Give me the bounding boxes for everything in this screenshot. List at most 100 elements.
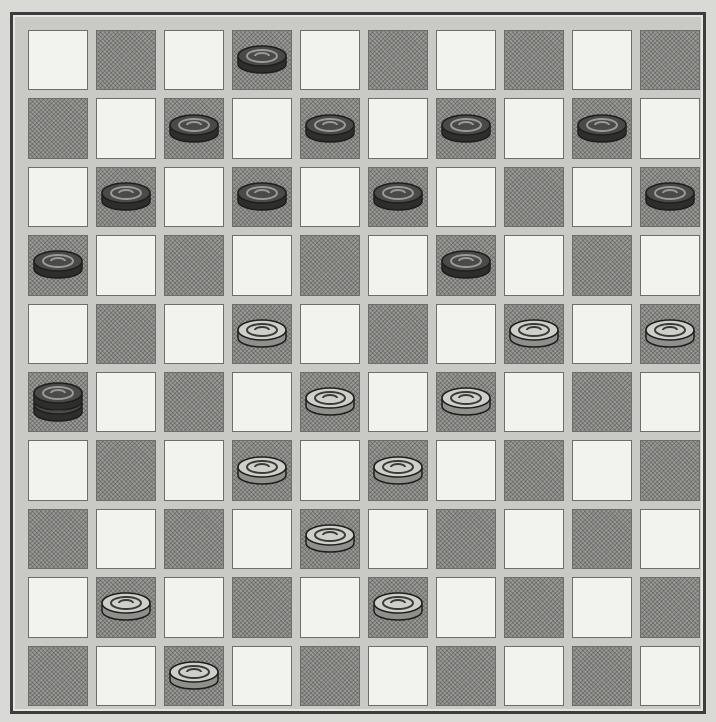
- square-r9-c1[interactable]: [92, 642, 160, 710]
- square-r9-c4[interactable]: [296, 642, 364, 710]
- square-r0-c2[interactable]: [160, 26, 228, 94]
- square-r5-c4[interactable]: [296, 368, 364, 436]
- black-checker-icon[interactable]: [234, 38, 290, 82]
- square-r1-c2[interactable]: [160, 94, 228, 162]
- white-checker-icon[interactable]: [234, 312, 290, 356]
- square-r2-c5[interactable]: [364, 163, 432, 231]
- square-r5-c9[interactable]: [636, 368, 704, 436]
- square-r1-c9[interactable]: [636, 94, 704, 162]
- square-r2-c9[interactable]: [636, 163, 704, 231]
- square-r7-c2[interactable]: [160, 505, 228, 573]
- square-r5-c0[interactable]: [24, 368, 92, 436]
- square-r5-c3[interactable]: [228, 368, 296, 436]
- square-r7-c4[interactable]: [296, 505, 364, 573]
- square-r3-c3[interactable]: [228, 231, 296, 299]
- square-r3-c1[interactable]: [92, 231, 160, 299]
- square-r3-c2[interactable]: [160, 231, 228, 299]
- square-r8-c6[interactable]: [432, 573, 500, 641]
- square-r4-c8[interactable]: [568, 300, 636, 368]
- square-r5-c5[interactable]: [364, 368, 432, 436]
- square-r7-c0[interactable]: [24, 505, 92, 573]
- square-r9-c7[interactable]: [500, 642, 568, 710]
- square-r7-c6[interactable]: [432, 505, 500, 573]
- black-checker-icon[interactable]: [30, 243, 86, 287]
- black-checker-icon[interactable]: [234, 175, 290, 219]
- square-r1-c5[interactable]: [364, 94, 432, 162]
- square-r2-c7[interactable]: [500, 163, 568, 231]
- square-r9-c8[interactable]: [568, 642, 636, 710]
- square-r9-c6[interactable]: [432, 642, 500, 710]
- black-checker-icon[interactable]: [302, 107, 358, 151]
- white-checker-icon[interactable]: [234, 449, 290, 493]
- square-r2-c3[interactable]: [228, 163, 296, 231]
- white-checker-icon[interactable]: [438, 380, 494, 424]
- square-r4-c0[interactable]: [24, 300, 92, 368]
- square-r5-c2[interactable]: [160, 368, 228, 436]
- square-r1-c6[interactable]: [432, 94, 500, 162]
- square-r1-c4[interactable]: [296, 94, 364, 162]
- black-checker-icon[interactable]: [438, 243, 494, 287]
- square-r8-c1[interactable]: [92, 573, 160, 641]
- square-r1-c7[interactable]: [500, 94, 568, 162]
- square-r6-c9[interactable]: [636, 436, 704, 504]
- square-r2-c6[interactable]: [432, 163, 500, 231]
- square-r6-c4[interactable]: [296, 436, 364, 504]
- white-checker-icon[interactable]: [506, 312, 562, 356]
- square-r6-c1[interactable]: [92, 436, 160, 504]
- white-checker-icon[interactable]: [302, 380, 358, 424]
- square-r6-c0[interactable]: [24, 436, 92, 504]
- square-r0-c5[interactable]: [364, 26, 432, 94]
- square-r2-c8[interactable]: [568, 163, 636, 231]
- white-checker-icon[interactable]: [370, 585, 426, 629]
- square-r1-c3[interactable]: [228, 94, 296, 162]
- square-r6-c2[interactable]: [160, 436, 228, 504]
- square-r8-c5[interactable]: [364, 573, 432, 641]
- black-checker-icon[interactable]: [370, 175, 426, 219]
- square-r4-c7[interactable]: [500, 300, 568, 368]
- square-r1-c1[interactable]: [92, 94, 160, 162]
- square-r9-c0[interactable]: [24, 642, 92, 710]
- square-r4-c2[interactable]: [160, 300, 228, 368]
- square-r3-c7[interactable]: [500, 231, 568, 299]
- square-r0-c9[interactable]: [636, 26, 704, 94]
- square-r2-c1[interactable]: [92, 163, 160, 231]
- square-r7-c8[interactable]: [568, 505, 636, 573]
- square-r1-c0[interactable]: [24, 94, 92, 162]
- square-r3-c4[interactable]: [296, 231, 364, 299]
- square-r6-c3[interactable]: [228, 436, 296, 504]
- square-r9-c3[interactable]: [228, 642, 296, 710]
- square-r7-c1[interactable]: [92, 505, 160, 573]
- square-r8-c3[interactable]: [228, 573, 296, 641]
- black-checker-icon[interactable]: [166, 107, 222, 151]
- square-r7-c7[interactable]: [500, 505, 568, 573]
- square-r3-c0[interactable]: [24, 231, 92, 299]
- square-r5-c6[interactable]: [432, 368, 500, 436]
- square-r0-c8[interactable]: [568, 26, 636, 94]
- square-r8-c2[interactable]: [160, 573, 228, 641]
- square-r8-c7[interactable]: [500, 573, 568, 641]
- square-r5-c7[interactable]: [500, 368, 568, 436]
- square-r0-c3[interactable]: [228, 26, 296, 94]
- white-checker-icon[interactable]: [302, 517, 358, 561]
- square-r9-c9[interactable]: [636, 642, 704, 710]
- white-checker-icon[interactable]: [166, 654, 222, 698]
- square-r6-c5[interactable]: [364, 436, 432, 504]
- square-r0-c1[interactable]: [92, 26, 160, 94]
- black-checker-icon[interactable]: [438, 107, 494, 151]
- square-r4-c9[interactable]: [636, 300, 704, 368]
- square-r3-c9[interactable]: [636, 231, 704, 299]
- square-r7-c5[interactable]: [364, 505, 432, 573]
- square-r3-c6[interactable]: [432, 231, 500, 299]
- white-checker-icon[interactable]: [370, 449, 426, 493]
- square-r5-c8[interactable]: [568, 368, 636, 436]
- square-r8-c4[interactable]: [296, 573, 364, 641]
- square-r1-c8[interactable]: [568, 94, 636, 162]
- black-checker-icon[interactable]: [642, 175, 698, 219]
- white-checker-icon[interactable]: [98, 585, 154, 629]
- white-checker-icon[interactable]: [642, 312, 698, 356]
- square-r2-c4[interactable]: [296, 163, 364, 231]
- square-r0-c4[interactable]: [296, 26, 364, 94]
- square-r7-c3[interactable]: [228, 505, 296, 573]
- square-r5-c1[interactable]: [92, 368, 160, 436]
- square-r2-c0[interactable]: [24, 163, 92, 231]
